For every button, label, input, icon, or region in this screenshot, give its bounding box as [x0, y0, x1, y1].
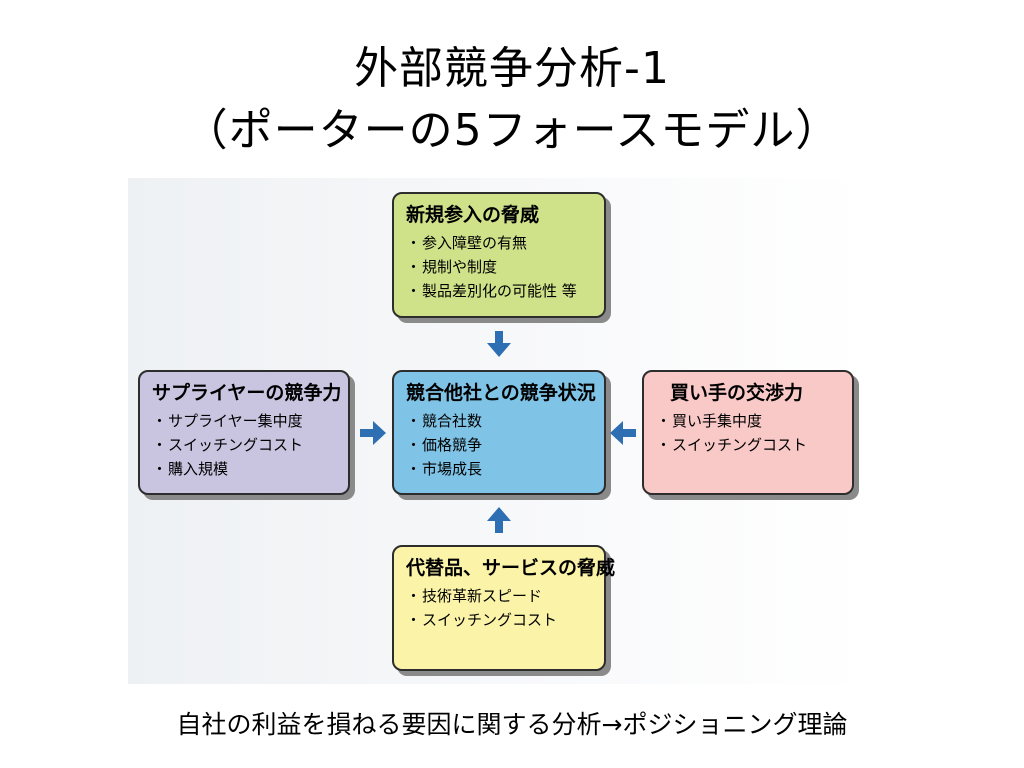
title-line-2: （ポーターの5フォースモデル）: [183, 105, 841, 156]
list-item: ・市場成長: [406, 460, 483, 478]
list-item: ・規制や制度: [406, 258, 498, 276]
arrow-down-icon: [484, 329, 514, 359]
arrow-left-icon: [608, 418, 638, 448]
item-list: ・買い手集中度 ・スイッチングコスト: [656, 409, 842, 457]
footer-caption: 自社の利益を損ねる要因に関する分析→ポジショニング理論: [176, 710, 848, 739]
box-title: サプライヤーの競争力: [152, 382, 342, 404]
title-line-1: 外部競争分析-1: [354, 43, 670, 94]
item-list: ・参入障壁の有無 ・規制や制度 ・製品差別化の可能性 等: [406, 231, 594, 303]
box-title: 買い手の交渉力: [670, 382, 804, 404]
list-item: ・購入規模: [152, 460, 229, 478]
threat-of-new-entrants-box: 新規参入の脅威 ・参入障壁の有無 ・規制や制度 ・製品差別化の可能性 等: [392, 192, 606, 318]
list-item: ・参入障壁の有無: [406, 234, 528, 252]
box-title: 代替品、サービスの脅威: [406, 557, 616, 579]
list-item: ・製品差別化の可能性 等: [406, 282, 577, 300]
item-list: ・競合社数 ・価格競争 ・市場成長: [406, 409, 594, 481]
list-item: ・買い手集中度: [656, 412, 763, 430]
threat-of-substitutes-box: 代替品、サービスの脅威 ・技術革新スピード ・スイッチングコスト: [392, 545, 616, 671]
item-list: ・サプライヤー集中度 ・スイッチングコスト ・購入規模: [152, 409, 338, 481]
box-title: 新規参入の脅威: [406, 204, 540, 226]
arrow-up-icon: [484, 505, 514, 535]
list-item: ・技術革新スピード: [406, 587, 543, 605]
arrow-right-icon: [358, 418, 388, 448]
list-item: ・価格競争: [406, 436, 483, 454]
slide-title: 外部競争分析-1 （ポーターの5フォースモデル）: [0, 38, 1024, 162]
list-item: ・サプライヤー集中度: [152, 412, 303, 430]
item-list: ・技術革新スピード ・スイッチングコスト: [406, 584, 594, 632]
list-item: ・スイッチングコスト: [656, 436, 808, 454]
buyer-power-box: 買い手の交渉力 ・買い手集中度 ・スイッチングコスト: [642, 370, 854, 495]
supplier-power-box: サプライヤーの競争力 ・サプライヤー集中度 ・スイッチングコスト ・購入規模: [138, 370, 350, 495]
list-item: ・スイッチングコスト: [406, 611, 558, 629]
box-title: 競合他社との競争状況: [406, 382, 596, 404]
list-item: ・競合社数: [406, 412, 483, 430]
list-item: ・スイッチングコスト: [152, 436, 304, 454]
competitive-rivalry-box: 競合他社との競争状況 ・競合社数 ・価格競争 ・市場成長: [392, 370, 606, 495]
